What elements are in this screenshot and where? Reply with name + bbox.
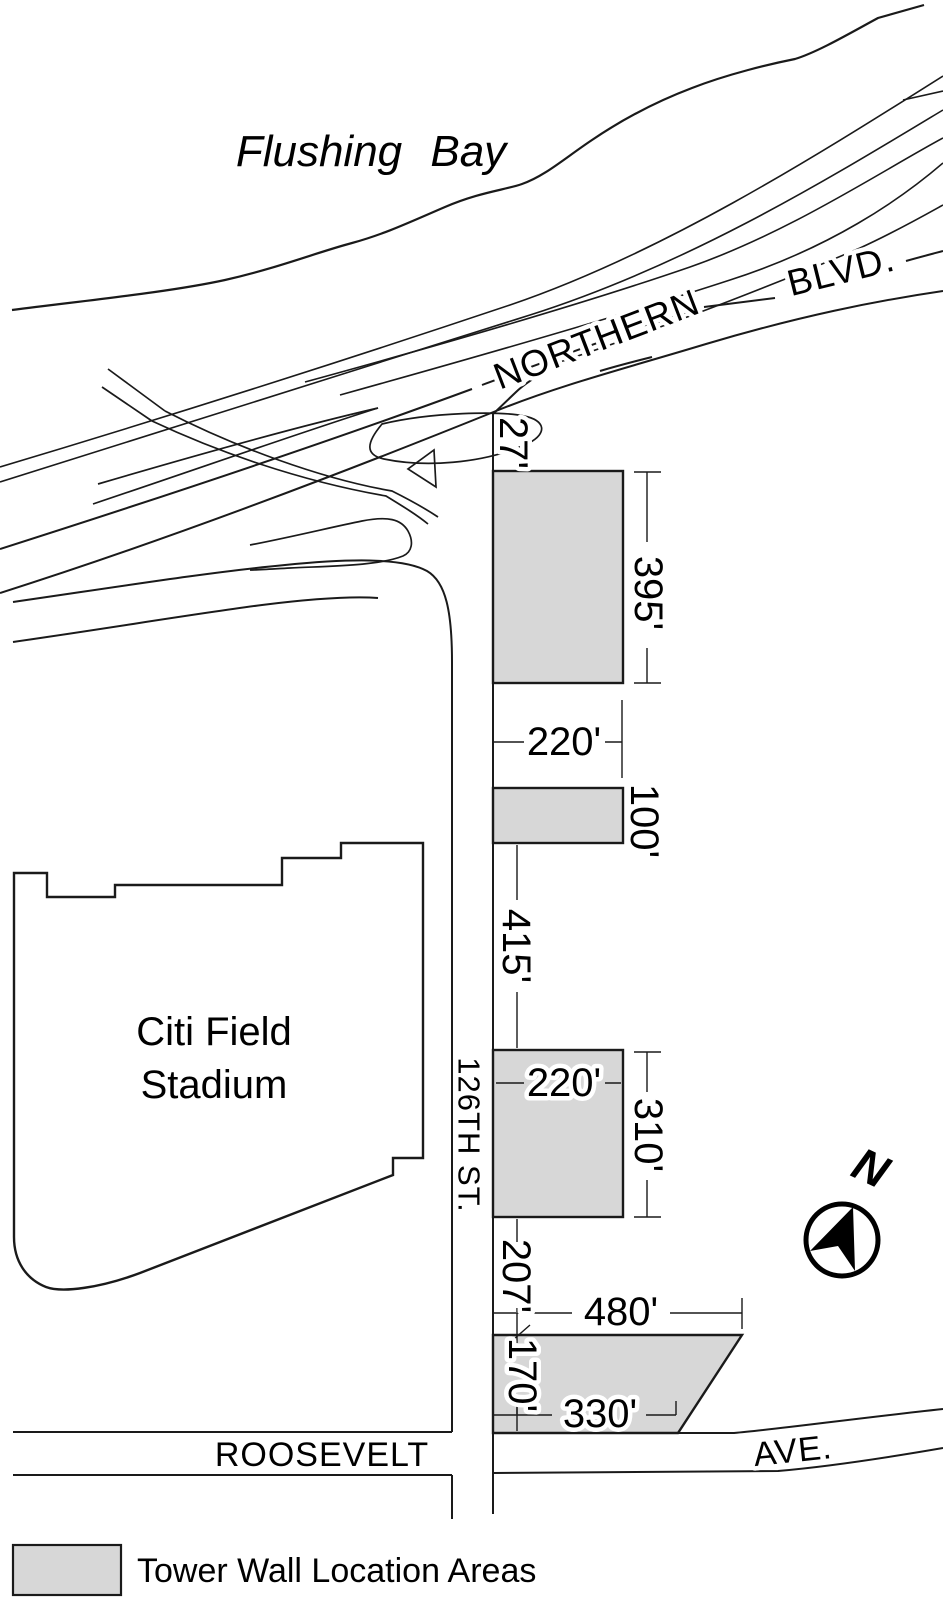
dim-label-207: 207' bbox=[494, 1239, 538, 1313]
ramp-stub bbox=[107, 368, 166, 412]
dim-label-220-mid: 220' bbox=[527, 1061, 601, 1105]
ramp-wedge-line bbox=[92, 407, 379, 505]
rail-line bbox=[0, 75, 943, 468]
rail-lines bbox=[0, 75, 943, 483]
tower-wall-areas bbox=[491, 469, 745, 1435]
roosevelt-north-edge bbox=[493, 1408, 943, 1434]
dim-line-395 bbox=[634, 471, 661, 684]
rail-line bbox=[0, 109, 943, 483]
rail-line bbox=[304, 137, 943, 383]
street-label-northern: NORTHERN bbox=[488, 281, 705, 397]
legend-swatch bbox=[11, 1543, 123, 1597]
northern-blvd-upper-edge bbox=[481, 307, 701, 386]
legend-label: Tower Wall Location Areas bbox=[137, 1552, 536, 1590]
northern-blvd-lower-edge bbox=[0, 290, 943, 594]
dimension-lines bbox=[493, 471, 743, 1431]
crossing-ramp-line bbox=[151, 420, 429, 525]
rail-line bbox=[339, 162, 943, 396]
dimension-labels: 27' 395' 220' 100' 415' 220' 310' 207' 4… bbox=[487, 412, 675, 1440]
stadium-label-line1: Citi Field bbox=[136, 1010, 292, 1054]
dim-label-100: 100' bbox=[622, 784, 666, 858]
dim-label-27: 27' bbox=[491, 417, 535, 469]
tower-wall-area-3 bbox=[491, 1048, 625, 1219]
north-label: N bbox=[845, 1137, 898, 1198]
compass-needle-icon bbox=[810, 1207, 855, 1271]
street-126-west-edge bbox=[12, 559, 453, 1432]
dim-label-415: 415' bbox=[494, 909, 538, 983]
tower-wall-area-1 bbox=[491, 469, 625, 685]
ramp-curve-island bbox=[249, 517, 413, 571]
crossing-ramp-line bbox=[164, 410, 439, 518]
street-lines bbox=[12, 370, 943, 1519]
compass-circle-icon bbox=[803, 1201, 881, 1279]
legend: Tower Wall Location Areas bbox=[11, 1543, 536, 1597]
ramp-wedge-line bbox=[97, 407, 379, 485]
shoreline-lines bbox=[11, 3, 925, 312]
rail-line bbox=[559, 204, 943, 363]
tower-wall-area-2 bbox=[491, 786, 625, 845]
bay-label: Flushing Bay bbox=[236, 127, 509, 176]
dim-line-310 bbox=[634, 1051, 661, 1218]
dim-line-220-top bbox=[494, 700, 623, 778]
roosevelt-south-edge bbox=[492, 1447, 943, 1474]
rail-line bbox=[902, 90, 943, 101]
ramp-island-outline bbox=[369, 412, 543, 465]
dim-line-480 bbox=[493, 1298, 743, 1329]
street-label-blvd: BLVD. bbox=[783, 238, 899, 304]
dim-label-310: 310' bbox=[626, 1098, 670, 1172]
north-arrow: N bbox=[803, 1137, 898, 1279]
northern-blvd-upper-edge bbox=[0, 388, 473, 550]
shoreline bbox=[11, 3, 925, 312]
street-126-east-edge bbox=[492, 370, 547, 1514]
street-label-roosevelt: ROOSEVELT bbox=[215, 1436, 429, 1474]
highway-lines bbox=[0, 250, 943, 594]
northern-blvd-upper-edge bbox=[905, 250, 943, 262]
service-road-lower-edge bbox=[12, 596, 379, 643]
dim-label-395: 395' bbox=[626, 556, 670, 630]
dim-label-480: 480' bbox=[584, 1290, 658, 1334]
dim-line-330 bbox=[494, 1401, 677, 1431]
ramp-stub bbox=[101, 386, 153, 422]
dim-label-220-top: 220' bbox=[527, 720, 601, 764]
stadium-outline bbox=[12, 841, 425, 1291]
northern-blvd-upper-edge bbox=[703, 297, 776, 308]
ramp-merge-line bbox=[599, 356, 653, 372]
dim-label-330: 330' bbox=[563, 1392, 637, 1436]
ramp-triangle-island bbox=[406, 448, 437, 489]
dim-label-170: 170' bbox=[500, 1338, 544, 1412]
street-label-126th-st: 126TH ST. bbox=[452, 1057, 487, 1212]
stadium-label-line2: Stadium bbox=[141, 1063, 288, 1107]
tower-wall-area-4 bbox=[491, 1333, 745, 1435]
